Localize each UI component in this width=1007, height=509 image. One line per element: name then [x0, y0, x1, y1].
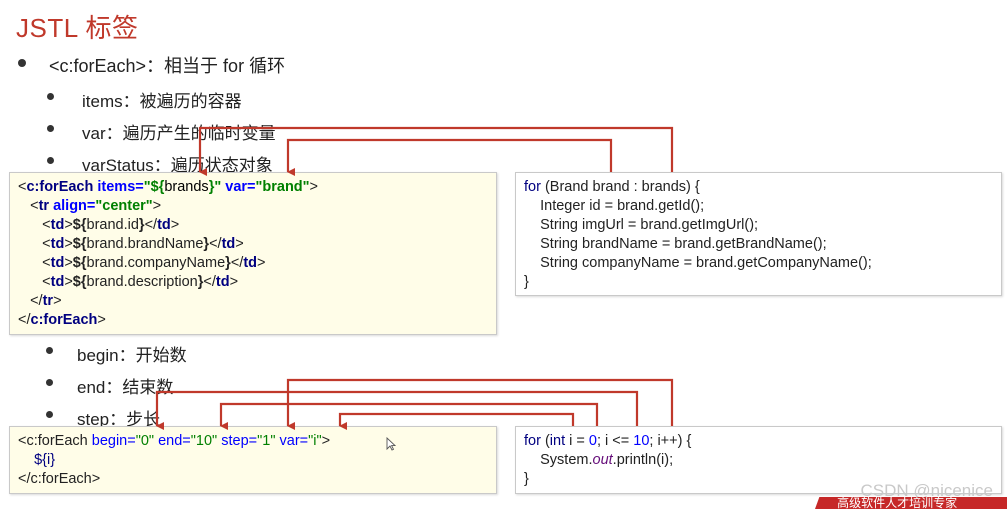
- jsp-range-code-box: <c:forEach begin="0" end="10" step="1" v…: [9, 426, 497, 494]
- code-line: for (int i = 0; i <= 10; i++) {: [524, 433, 692, 449]
- code-line: <c:forEach begin="0" end="10" step="1" v…: [18, 433, 331, 449]
- mouse-cursor-icon: [386, 437, 396, 451]
- arrow-var: [286, 138, 613, 176]
- jsp-foreach-code-box: <c:forEach items="${brands}" var="brand"…: [9, 172, 497, 335]
- code-line: </c:forEach>: [18, 312, 106, 328]
- watermark: CSDN @nicenice: [860, 481, 993, 500]
- code-line: <c:forEach items="${brands}" var="brand"…: [18, 179, 318, 195]
- arrow-end: [219, 402, 599, 430]
- code-line: }: [524, 471, 529, 487]
- bullet-dot: [46, 347, 53, 354]
- bullet-dot: [47, 125, 54, 132]
- code-line: </c:forEach>: [18, 471, 101, 487]
- code-line: Integer id = brand.getId();: [524, 198, 705, 214]
- sub-bullet-var: var：遍历产生的临时变量: [82, 124, 276, 143]
- banner-text: 高级软件人才培训专家: [837, 497, 958, 509]
- code-line: String brandName = brand.getBrandName();: [524, 236, 827, 252]
- brand-banner: 高级软件人才培训专家: [815, 497, 1007, 509]
- sub-bullet-begin: begin：开始数: [77, 346, 187, 365]
- java-foreach-code-box: for (Brand brand : brands) { Integer id …: [515, 172, 1002, 296]
- sub-bullet-end: end：结束数: [77, 378, 174, 397]
- code-line: for (Brand brand : brands) {: [524, 179, 700, 195]
- code-line: String imgUrl = brand.getImgUrl();: [524, 217, 759, 233]
- sub-bullet-step: step：步长: [77, 410, 161, 429]
- bullet-dot: [46, 379, 53, 386]
- bullet-dot: [46, 411, 53, 418]
- bullet-dot: [47, 93, 54, 100]
- code-line: <td>${brand.description}</td>: [42, 274, 239, 290]
- code-line: System.out.println(i);: [524, 452, 674, 468]
- code-line: <td>${brand.brandName}</td>: [42, 236, 244, 252]
- arrow-begin: [338, 412, 575, 430]
- main-bullet: <c:forEach>：相当于 for 循环: [49, 56, 286, 76]
- bullet-dot: [18, 59, 26, 67]
- code-line: ${i}: [18, 452, 56, 468]
- code-line: String companyName = brand.getCompanyNam…: [524, 255, 872, 271]
- code-line: </tr>: [30, 293, 62, 309]
- slide-title: JSTL 标签: [16, 13, 139, 43]
- arrow-var-i: [286, 378, 674, 430]
- code-line: <td>${brand.id}</td>: [42, 217, 180, 233]
- java-range-code-box: for (int i = 0; i <= 10; i++) { System.o…: [515, 426, 1002, 494]
- code-line: <td>${brand.companyName}</td>: [42, 255, 266, 271]
- code-line: }: [524, 274, 529, 290]
- sub-bullet-items: items：被遍历的容器: [82, 92, 242, 111]
- code-line: <tr align="center">: [30, 198, 162, 214]
- bullet-dot: [47, 157, 54, 164]
- arrow-step: [155, 390, 639, 430]
